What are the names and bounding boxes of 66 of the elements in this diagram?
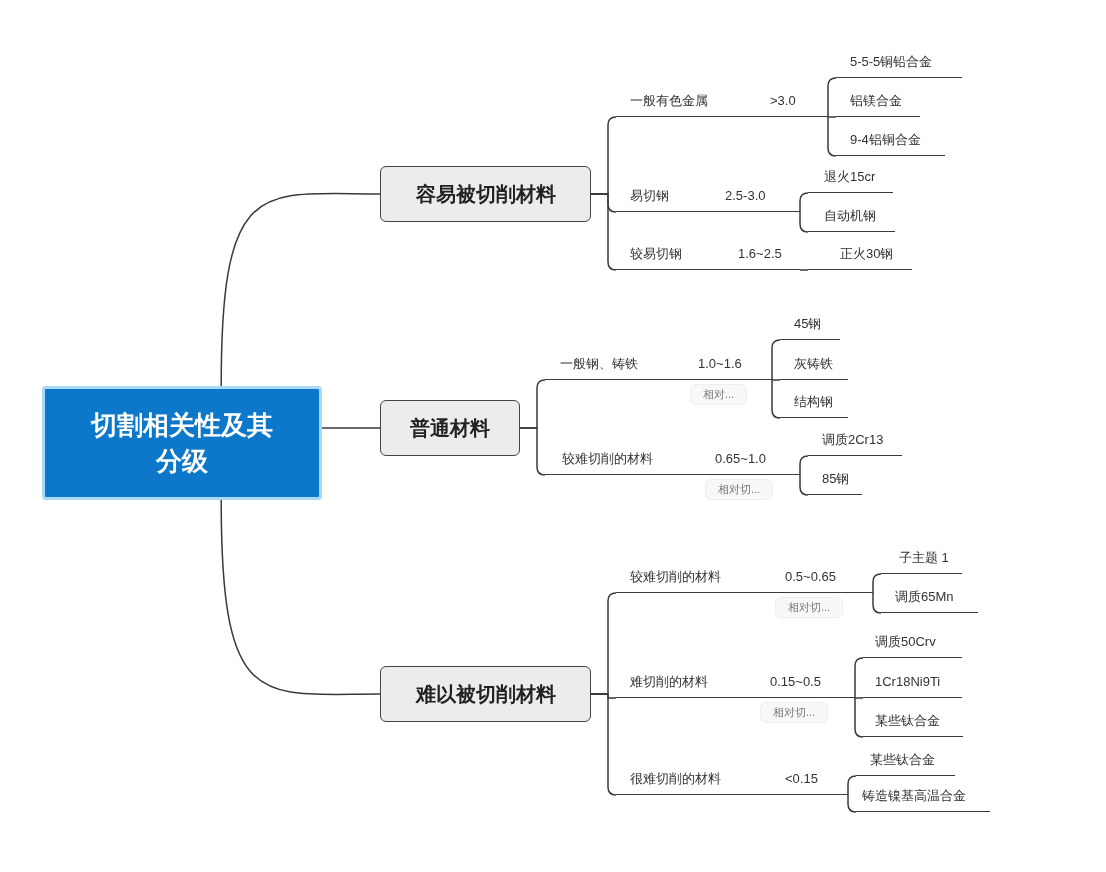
ratio-value: 1.6~2.5 [738, 245, 782, 263]
branch-line [799, 474, 809, 496]
topic-label: 某些钛合金 [870, 751, 935, 769]
topic-label: 灰铸铁 [794, 355, 833, 373]
topic-label: 一般有色金属 [630, 92, 708, 110]
topic-label: 85钢 [822, 470, 850, 488]
branch-line [220, 499, 381, 696]
topic-label: 自动机钢 [824, 207, 876, 225]
note-tag: 相对切... [775, 597, 844, 618]
topic-label: 较难切削的材料 [562, 450, 653, 468]
topic-label: 5-5-5铜铅合金 [850, 53, 933, 71]
topic-label: 调质65Mn [895, 588, 954, 606]
topic-label: 一般钢、铸铁 [560, 355, 638, 373]
main-topic-box: 普通材料 [380, 400, 520, 456]
topic-label: 子主题 1 [899, 549, 949, 567]
note-tag: 相对... [690, 384, 748, 405]
branch-line [872, 573, 882, 594]
ratio-value: 1.0~1.6 [698, 355, 742, 373]
ratio-value: <0.15 [785, 770, 818, 788]
topic-label: 正火30钢 [840, 245, 894, 263]
branch-line [847, 794, 857, 813]
topic-label: 难切削的材料 [630, 673, 708, 691]
branch-line [519, 427, 546, 476]
note-tag: 相对切... [760, 702, 829, 723]
note-tag: 相对切... [705, 479, 774, 500]
root-topic-box: 切割相关性及其分级 [42, 386, 322, 500]
topic-label: 某些钛合金 [875, 712, 940, 730]
topic-label: 易切钢 [630, 187, 669, 205]
topic-label: 很难切削的材料 [630, 770, 721, 788]
main-topic-box: 容易被切削材料 [380, 166, 591, 222]
branch-line [321, 427, 381, 429]
branch-line [590, 693, 617, 796]
branch-line [590, 193, 617, 271]
ratio-value: >3.0 [770, 92, 796, 110]
branch-line [827, 116, 837, 118]
main-topic-box: 难以被切削材料 [380, 666, 591, 722]
ratio-value: 0.5~0.65 [785, 568, 836, 586]
ratio-value: 0.65~1.0 [715, 450, 766, 468]
topic-label: 结构钢 [794, 393, 833, 411]
branch-line [799, 211, 809, 233]
topic-label: 调质2Cr13 [822, 431, 884, 449]
branch-line [799, 269, 809, 271]
branch-line [220, 192, 381, 387]
branch-line [771, 379, 781, 419]
topic-label: 较易切钢 [630, 245, 682, 263]
branch-line [799, 455, 809, 476]
topic-label: 1Cr18Ni9Ti [875, 673, 941, 691]
branch-line [771, 339, 781, 381]
branch-line [771, 379, 781, 381]
topic-label: 9-4铝铜合金 [850, 131, 921, 149]
topic-label: 铸造镍基高温合金 [862, 787, 966, 805]
branch-line [872, 592, 882, 614]
ratio-value: 0.15~0.5 [770, 673, 821, 691]
branch-line [847, 775, 857, 796]
topic-label: 较难切削的材料 [630, 568, 721, 586]
ratio-value: 2.5-3.0 [725, 187, 766, 205]
branch-line [827, 116, 837, 157]
topic-label: 铝镁合金 [850, 92, 902, 110]
topic-label: 退火15cr [824, 168, 876, 186]
branch-line [799, 192, 809, 213]
branch-line [827, 77, 837, 118]
topic-label: 调质50Crv [875, 633, 936, 651]
branch-line [854, 697, 864, 738]
topic-label: 45钢 [794, 315, 822, 333]
branch-line [854, 657, 864, 699]
branch-line [854, 697, 864, 699]
